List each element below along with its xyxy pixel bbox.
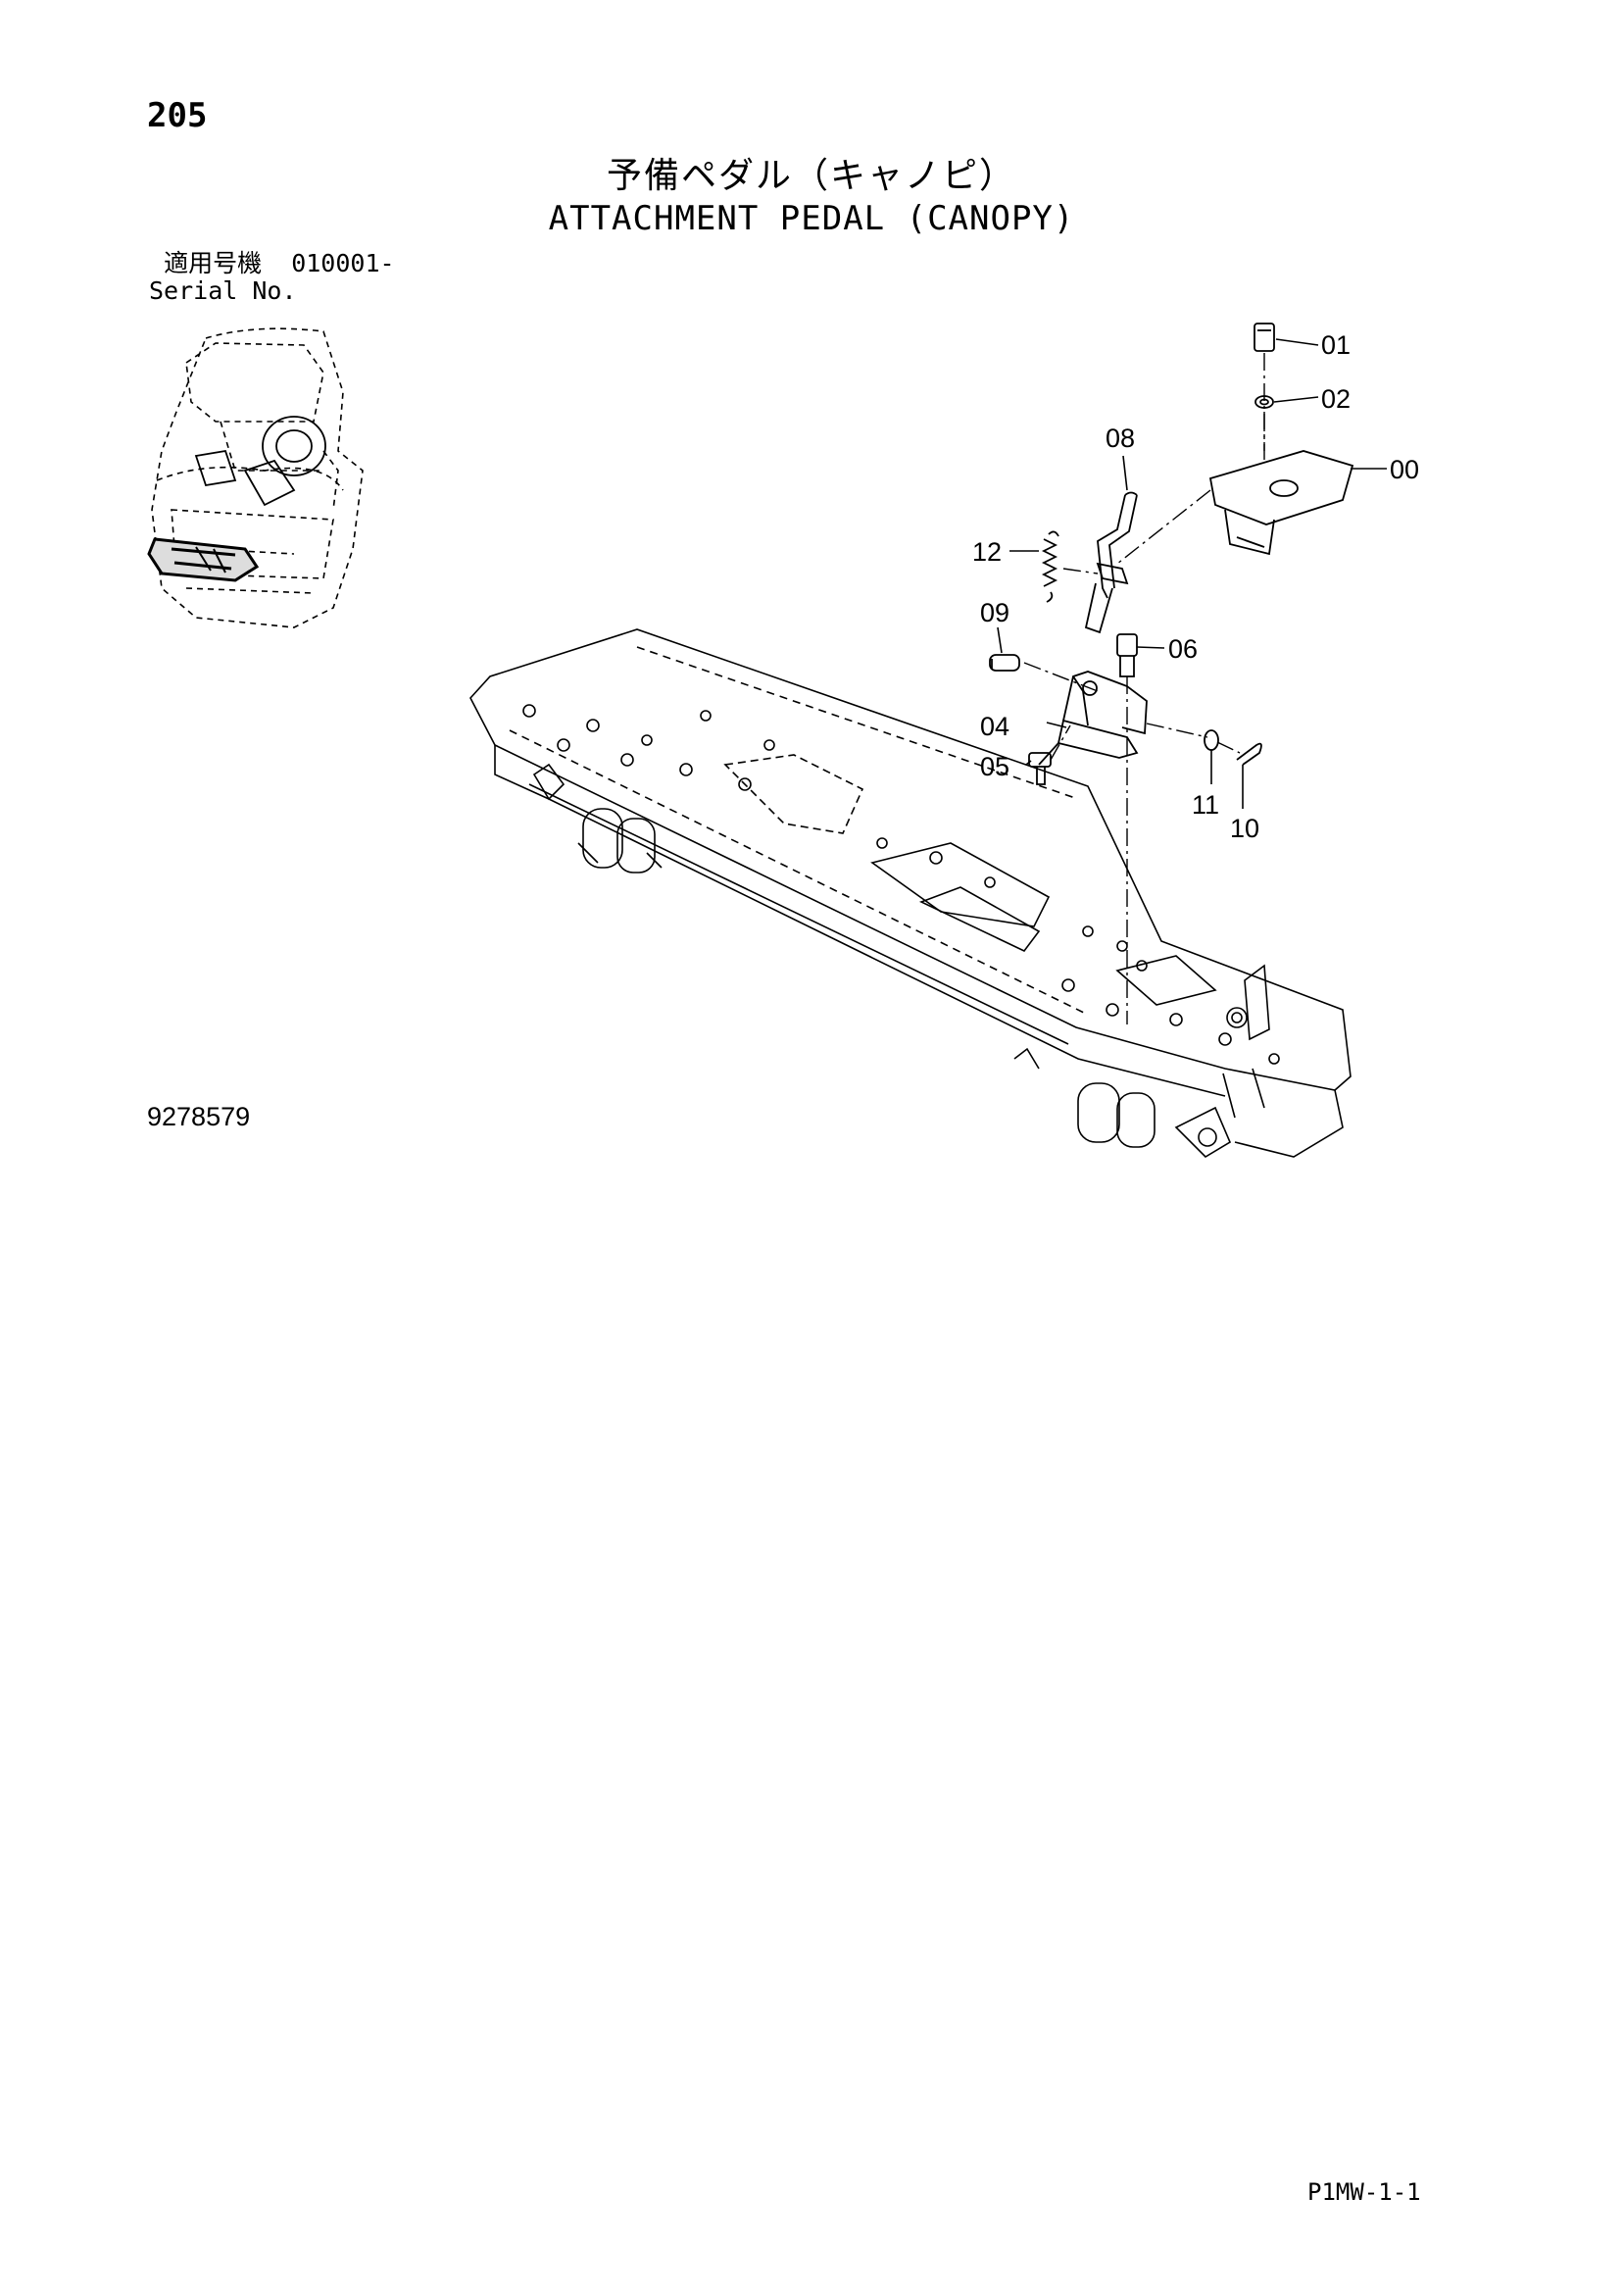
page-number: 205 (147, 96, 208, 135)
pedal-assembly (989, 323, 1354, 785)
serial-value: 010001- (291, 249, 395, 277)
leader-lines (997, 338, 1387, 809)
locator-inset-solid (194, 416, 326, 507)
callout-04: 04 (980, 712, 1009, 741)
serial-label-en: Serial No. (149, 276, 297, 305)
title-english: ATTACHMENT PEDAL (CANOPY) (548, 199, 1075, 238)
callout-00: 00 (1390, 455, 1419, 484)
serial-row-jp: 適用号機 010001- (149, 249, 395, 277)
callout-06: 06 (1168, 634, 1198, 664)
callout-10: 10 (1230, 814, 1259, 843)
locator-highlight (147, 537, 260, 582)
drawing-number: 9278579 (147, 1102, 251, 1131)
floor-frame (469, 628, 1352, 1158)
callout-12: 12 (972, 537, 1002, 567)
serial-block: 適用号機 010001- Serial No. (149, 250, 395, 305)
callout-05: 05 (980, 752, 1009, 781)
callout-01: 01 (1321, 330, 1351, 360)
title-japanese: 予備ペダル（キャノピ） (606, 156, 1016, 196)
serial-label-jp: 適用号機 (164, 249, 263, 277)
locator-inset (151, 327, 364, 628)
callout-02: 02 (1321, 384, 1351, 414)
callout-08: 08 (1106, 424, 1135, 453)
callout-09: 09 (980, 598, 1009, 627)
callout-11: 11 (1192, 790, 1219, 820)
callout-labels: 01 02 00 08 12 09 06 04 05 11 10 (972, 330, 1419, 843)
center-lines (1023, 353, 1265, 1024)
footer-code: P1MW-1-1 (1307, 2178, 1421, 2206)
rubber-mounts (532, 763, 1232, 1159)
